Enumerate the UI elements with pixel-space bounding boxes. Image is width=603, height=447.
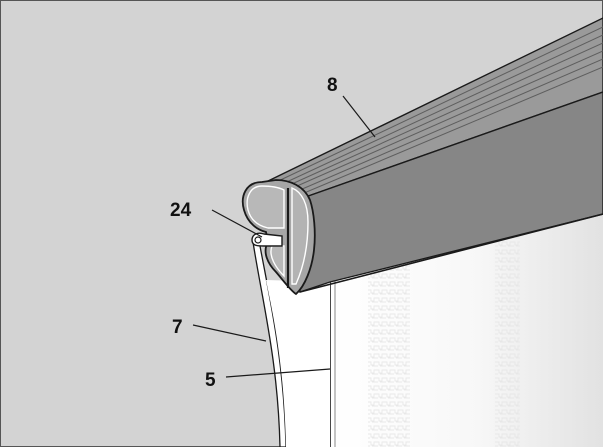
rail-end-cap-lower (270, 245, 285, 278)
fabric-gap-shade (266, 280, 330, 447)
leader-line-24 (211, 209, 263, 238)
leader-line-7 (192, 324, 267, 342)
rail-bottom-edge (299, 213, 603, 293)
callout-label-7: 7 (172, 317, 183, 338)
rail-end-cap-inner (246, 185, 285, 229)
clip-bead (254, 236, 262, 244)
callout-label-24: 24 (170, 200, 192, 221)
rail-end-cap-right (291, 186, 309, 285)
panel-weave-left (368, 262, 410, 447)
callout-label-5: 5 (205, 370, 216, 391)
leader-line-8 (342, 95, 376, 138)
rail-grooves (271, 26, 603, 197)
panel-weave-right (495, 235, 520, 447)
callout-label-8: 8 (327, 75, 338, 96)
leader-line-5 (225, 368, 331, 378)
